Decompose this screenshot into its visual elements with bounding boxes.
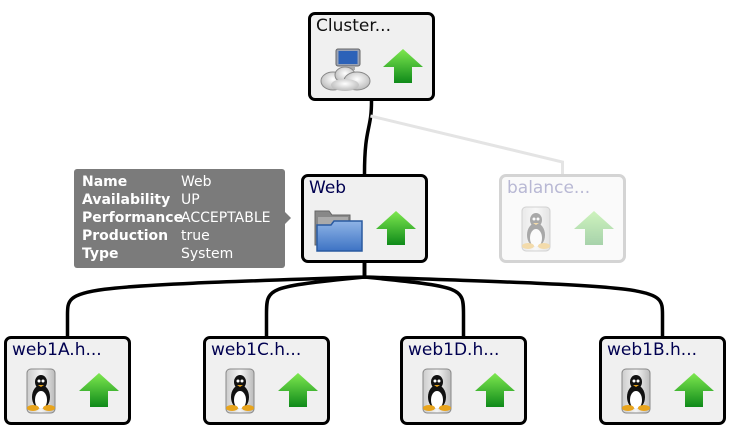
edge-cluster-balance [370, 114, 564, 174]
node-web1D[interactable]: web1D.h... [400, 336, 527, 425]
up-arrow-icon [375, 210, 417, 246]
linux-tux-icon [411, 365, 465, 417]
node-label: web1D.h... [408, 340, 500, 360]
linux-tux-icon [510, 203, 564, 255]
edge-web-web1D [362, 263, 466, 336]
node-label: Cluster... [316, 16, 391, 36]
node-balance[interactable]: balance... [499, 174, 626, 263]
node-web1B[interactable]: web1B.h... [599, 336, 726, 425]
up-arrow-icon [573, 210, 615, 246]
node-label: balance... [507, 178, 591, 198]
node-cluster[interactable]: Cluster... [308, 12, 435, 101]
up-arrow-icon [277, 372, 319, 408]
edge-web-web1B [362, 263, 665, 336]
node-label: web1C.h... [211, 340, 302, 360]
linux-tux-icon [15, 365, 69, 417]
node-web[interactable]: Web [301, 174, 428, 263]
node-web1C[interactable]: web1C.h... [203, 336, 330, 425]
edge-web-web1C [264, 263, 367, 336]
up-arrow-icon [78, 372, 120, 408]
folder-icon [312, 203, 366, 255]
up-arrow-icon [673, 372, 715, 408]
cloud-computer-icon [319, 41, 373, 93]
up-arrow-icon [382, 48, 424, 84]
node-web1A[interactable]: web1A.h... [4, 336, 131, 425]
edge-cluster-web [362, 100, 374, 175]
linux-tux-icon [214, 365, 268, 417]
node-label: web1B.h... [607, 340, 698, 360]
up-arrow-icon [474, 372, 516, 408]
node-label: web1A.h... [12, 340, 102, 360]
linux-tux-icon [610, 365, 664, 417]
node-label: Web [309, 178, 347, 198]
edge-web-web1A [65, 263, 367, 336]
